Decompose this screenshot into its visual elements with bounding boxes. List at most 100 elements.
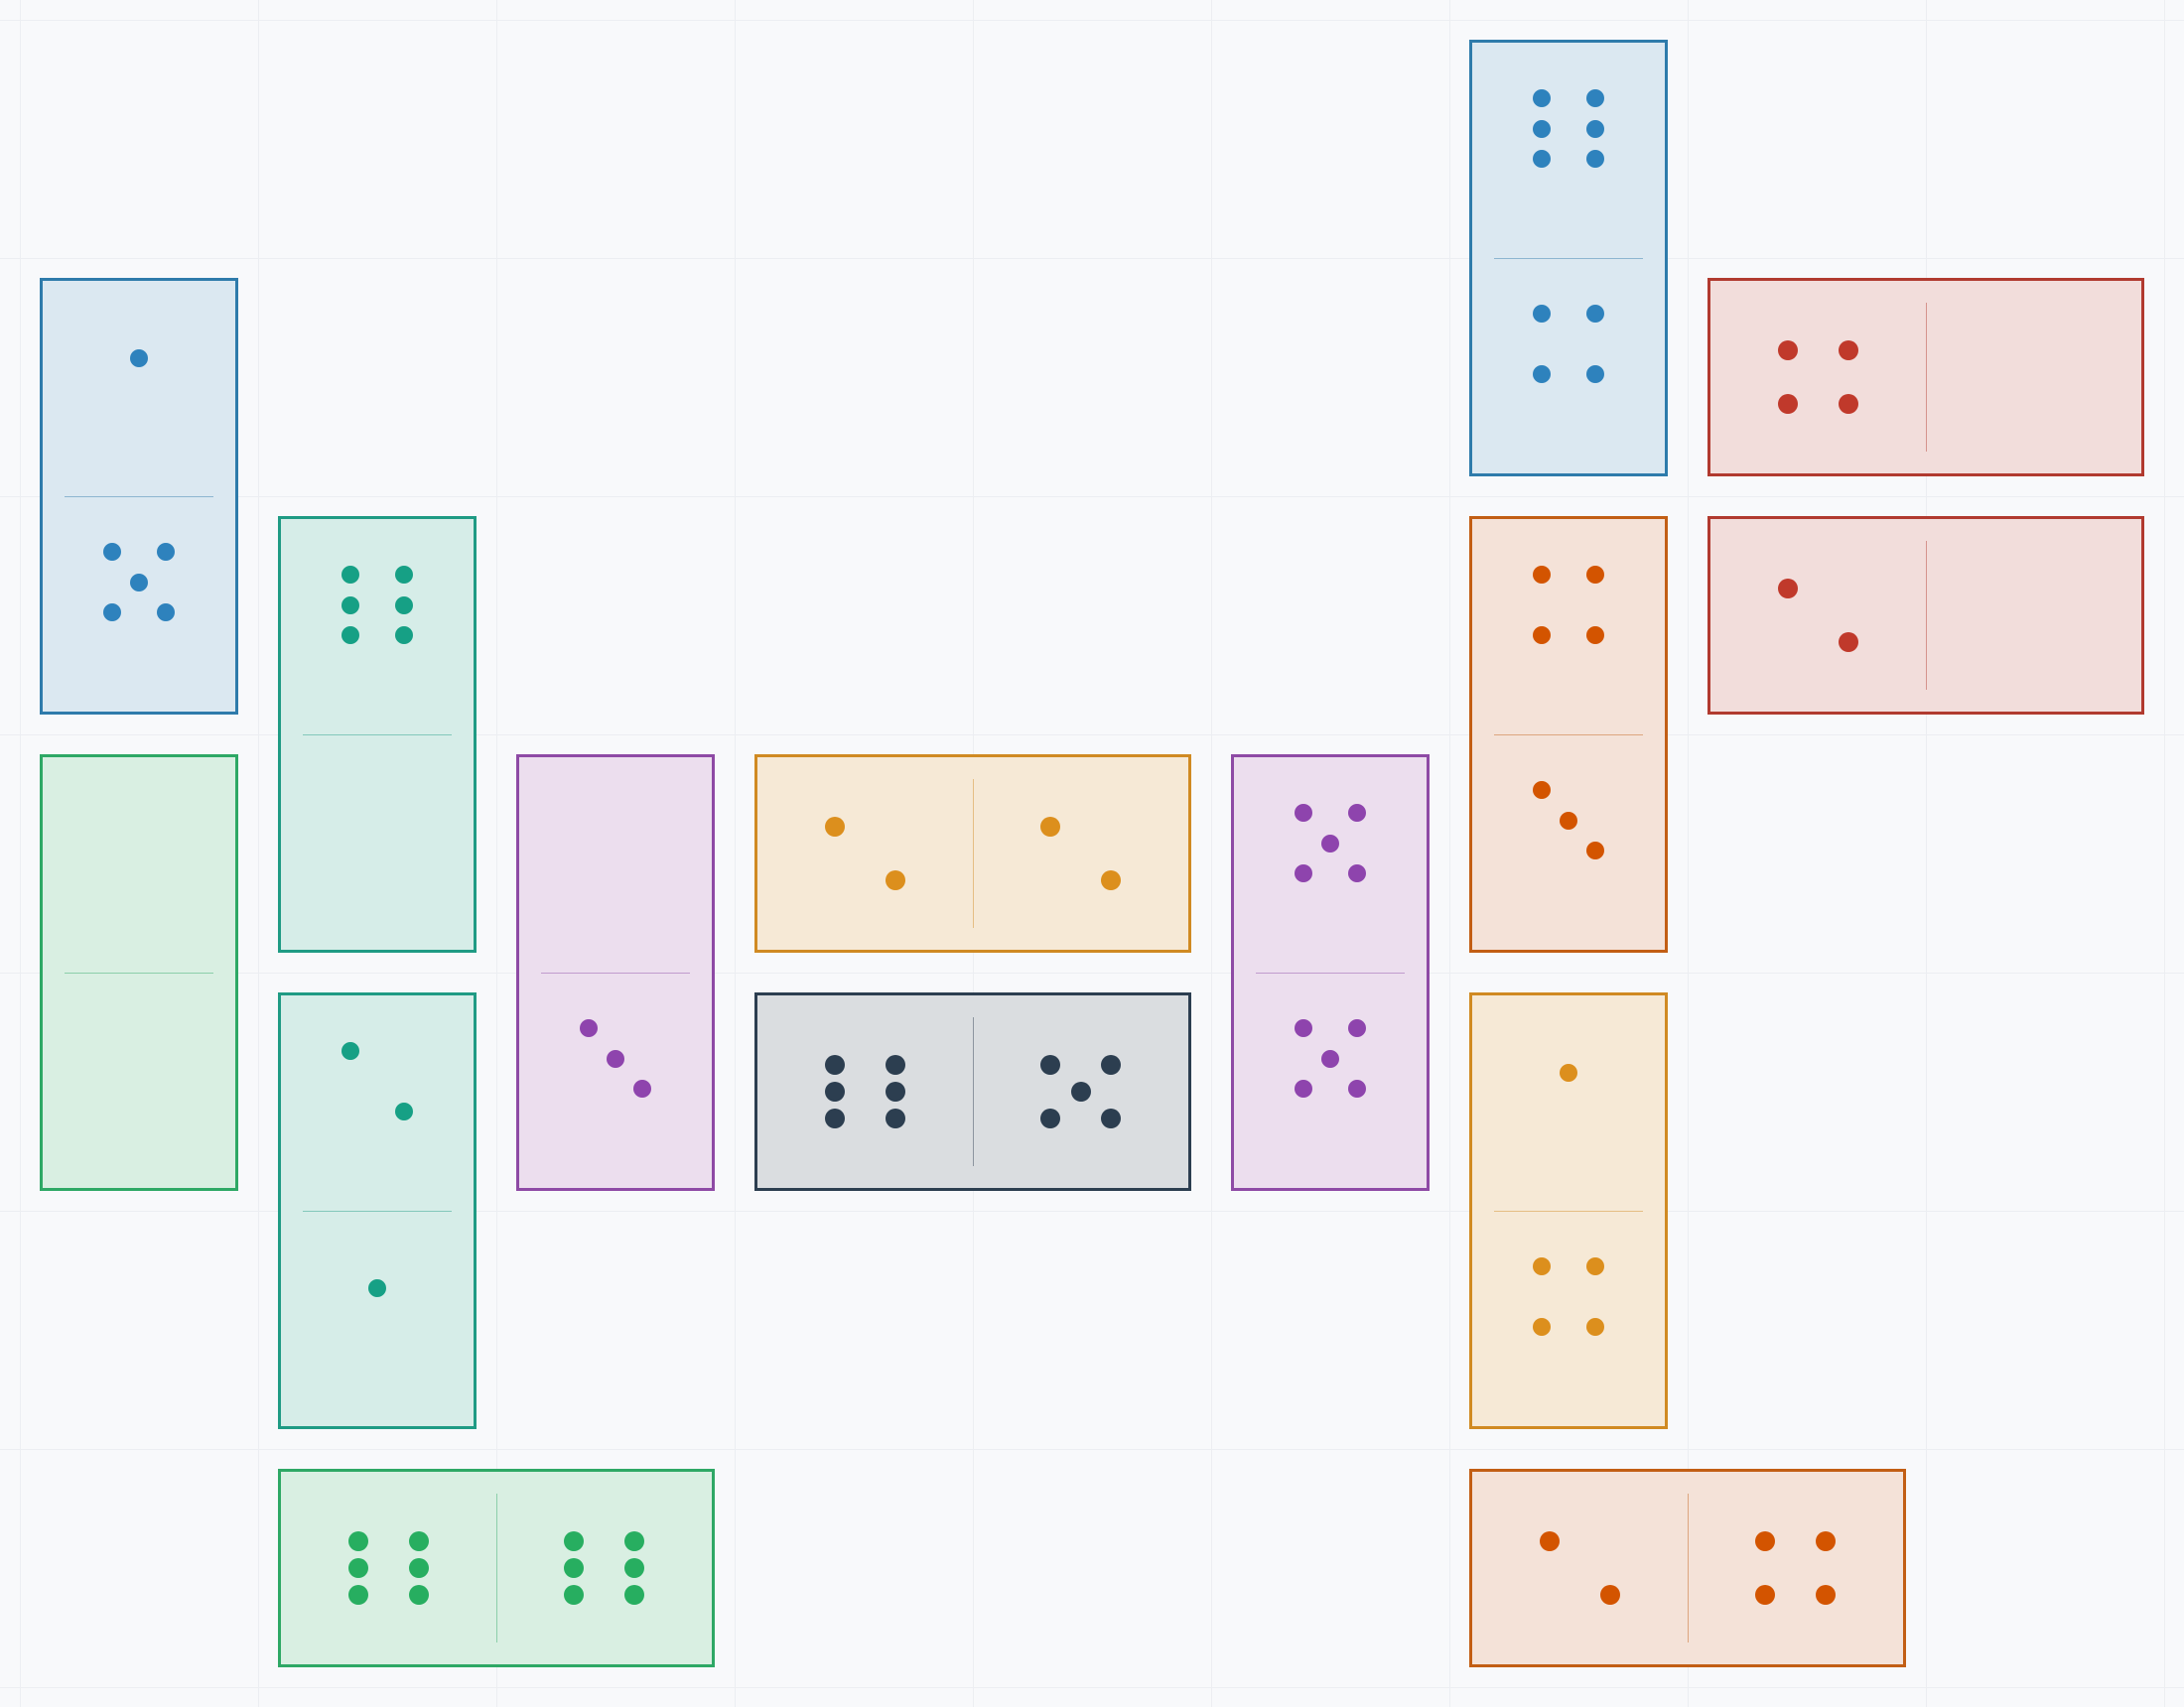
domino-2-4[interactable]	[1469, 1469, 1906, 1667]
pip	[1586, 305, 1605, 324]
domino-2-2[interactable]	[754, 754, 1191, 953]
pip	[1586, 150, 1605, 169]
pip	[1586, 365, 1605, 384]
domino-divider	[303, 734, 452, 735]
domino-divider	[1926, 541, 1927, 690]
pip	[623, 1558, 644, 1578]
domino-1-4[interactable]	[1469, 992, 1668, 1429]
pip	[348, 1558, 369, 1578]
pip	[1532, 150, 1551, 169]
domino-half-first	[757, 995, 973, 1188]
pip	[341, 1042, 359, 1061]
domino-5-5[interactable]	[1231, 754, 1430, 1191]
pip	[1100, 1109, 1121, 1129]
pip	[1778, 394, 1799, 415]
domino-half-second	[1926, 281, 2141, 473]
pip	[1532, 119, 1551, 138]
pip	[408, 1530, 429, 1551]
pip	[825, 1054, 846, 1075]
pip	[1560, 1064, 1577, 1083]
pip	[1100, 870, 1121, 891]
pip	[1532, 626, 1551, 645]
domino-half-first	[1472, 995, 1665, 1211]
pip	[368, 1279, 386, 1298]
domino-divider	[1494, 258, 1643, 259]
pip	[348, 1530, 369, 1551]
domino-half-second	[281, 734, 474, 950]
pip	[1586, 89, 1605, 108]
pip	[825, 1109, 846, 1129]
pip	[1755, 1585, 1776, 1606]
domino-half-first	[1234, 757, 1427, 973]
pip	[1599, 1585, 1620, 1606]
domino-divider	[1688, 1494, 1689, 1642]
pip	[1778, 578, 1799, 598]
domino-divider	[1926, 303, 1927, 452]
domino-0-0[interactable]	[40, 754, 238, 1191]
pip	[633, 1080, 652, 1099]
domino-4-3[interactable]	[1469, 516, 1668, 953]
pip	[102, 543, 121, 562]
pip	[1532, 781, 1551, 800]
pip	[885, 1109, 905, 1129]
domino-half-second	[43, 973, 235, 1188]
pip	[1348, 1019, 1367, 1038]
pip	[1532, 305, 1551, 324]
domino-6-6-green[interactable]	[278, 1469, 715, 1667]
pip	[1040, 1054, 1061, 1075]
pip	[130, 573, 148, 591]
pip	[1586, 119, 1605, 138]
pip	[130, 349, 148, 368]
domino-2-1[interactable]	[278, 992, 477, 1429]
pip	[1321, 1049, 1339, 1068]
pip	[607, 1049, 624, 1068]
domino-half-second	[43, 496, 235, 712]
pip	[1348, 1080, 1367, 1099]
pip	[1070, 1082, 1091, 1102]
domino-divider	[496, 1494, 497, 1642]
domino-4-0[interactable]	[1707, 278, 2144, 476]
domino-half-second	[1926, 519, 2141, 712]
pip	[1294, 1080, 1312, 1099]
domino-half-first	[1710, 281, 1926, 473]
pip	[341, 595, 359, 614]
pip	[1040, 1109, 1061, 1129]
pip	[1586, 626, 1605, 645]
domino-1-5[interactable]	[40, 278, 238, 715]
pip	[157, 603, 176, 622]
domino-half-second	[973, 995, 1188, 1188]
pip	[579, 1019, 598, 1038]
pip	[1586, 842, 1605, 860]
pip	[885, 870, 905, 891]
pip	[1294, 1019, 1312, 1038]
domino-half-second	[519, 973, 712, 1188]
pip	[885, 1082, 905, 1102]
pip	[395, 1103, 414, 1121]
pip	[1838, 632, 1858, 653]
pip	[1532, 1257, 1551, 1276]
pip	[1755, 1530, 1776, 1551]
pip	[1532, 1318, 1551, 1337]
domino-2-0[interactable]	[1707, 516, 2144, 715]
domino-divider	[303, 1211, 452, 1212]
pip	[623, 1585, 644, 1606]
domino-divider	[1494, 734, 1643, 735]
domino-6-4[interactable]	[1469, 40, 1668, 476]
domino-half-second	[1688, 1472, 1903, 1664]
pip	[564, 1530, 585, 1551]
domino-half-first	[1710, 519, 1926, 712]
pip	[1815, 1530, 1836, 1551]
domino-0-3-purple[interactable]	[516, 754, 715, 1191]
pip	[1586, 1257, 1605, 1276]
domino-half-first	[519, 757, 712, 973]
pip	[1532, 566, 1551, 585]
domino-half-second	[973, 757, 1188, 950]
domino-half-second	[496, 1472, 712, 1664]
pip	[395, 626, 414, 645]
pip	[1586, 1318, 1605, 1337]
domino-6-0[interactable]	[278, 516, 477, 953]
domino-divider	[973, 779, 974, 928]
domino-half-first	[281, 519, 474, 734]
domino-half-second	[1472, 734, 1665, 950]
domino-6-5[interactable]	[754, 992, 1191, 1191]
